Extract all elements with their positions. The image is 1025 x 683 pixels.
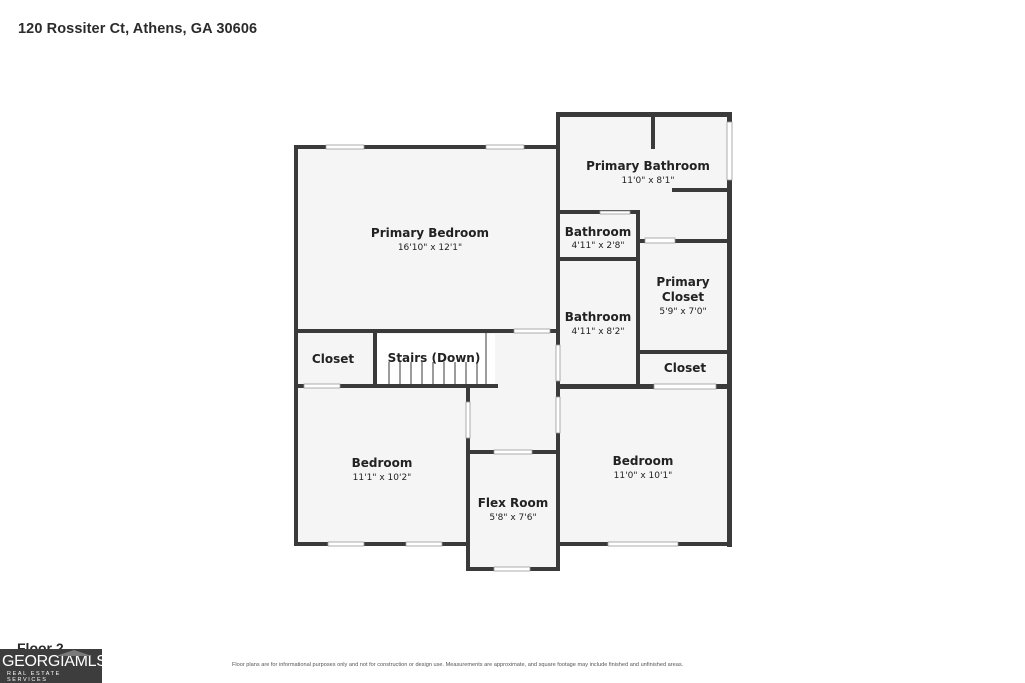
bathroom-mid-name: Bathroom — [565, 310, 631, 324]
primary-bathroom-name: Primary Bathroom — [586, 159, 710, 173]
closet-right-name: Closet — [664, 361, 706, 375]
bathroom-mid-dims: 4'11" x 8'2" — [572, 327, 625, 337]
flex-room-dims: 5'8" x 7'6" — [489, 513, 536, 523]
bathroom-small-name: Bathroom — [565, 225, 631, 239]
stairs-treads — [377, 333, 495, 384]
openings — [303, 121, 733, 572]
bedroom-left-dims: 11'1" x 10'2" — [353, 473, 412, 483]
logo-name: GEORGIAMLS — [2, 653, 107, 670]
primary-closet-name-line1: Primary — [656, 275, 709, 289]
georgiamls-logo: GEORGIAMLS REAL ESTATE SERVICES — [0, 649, 107, 683]
primary-bedroom-name: Primary Bedroom — [371, 226, 489, 240]
bedroom-right-name: Bedroom — [613, 454, 674, 468]
primary-bedroom-dims: 16'10" x 12'1" — [398, 243, 462, 253]
logo-roof-icon — [56, 650, 92, 656]
logo-subtitle: REAL ESTATE SERVICES — [7, 671, 61, 683]
bedroom-left-name: Bedroom — [352, 456, 413, 470]
primary-closet-dims: 5'9" x 7'0" — [659, 307, 706, 317]
listing-address: 120 Rossiter Ct, Athens, GA 30606 — [18, 21, 258, 37]
closet-left-name: Closet — [312, 352, 354, 366]
primary-bathroom-dims: 11'0" x 8'1" — [622, 176, 675, 186]
stairs-name: Stairs (Down) — [388, 351, 481, 365]
primary-closet-name-line2: Closet — [662, 290, 704, 304]
flex-room-name: Flex Room — [478, 496, 549, 510]
bathroom-small-dims: 4'11" x 2'8" — [572, 241, 625, 251]
disclaimer-text: Floor plans are for informational purpos… — [232, 662, 684, 668]
bedroom-right-dims: 11'0" x 10'1" — [614, 471, 673, 481]
